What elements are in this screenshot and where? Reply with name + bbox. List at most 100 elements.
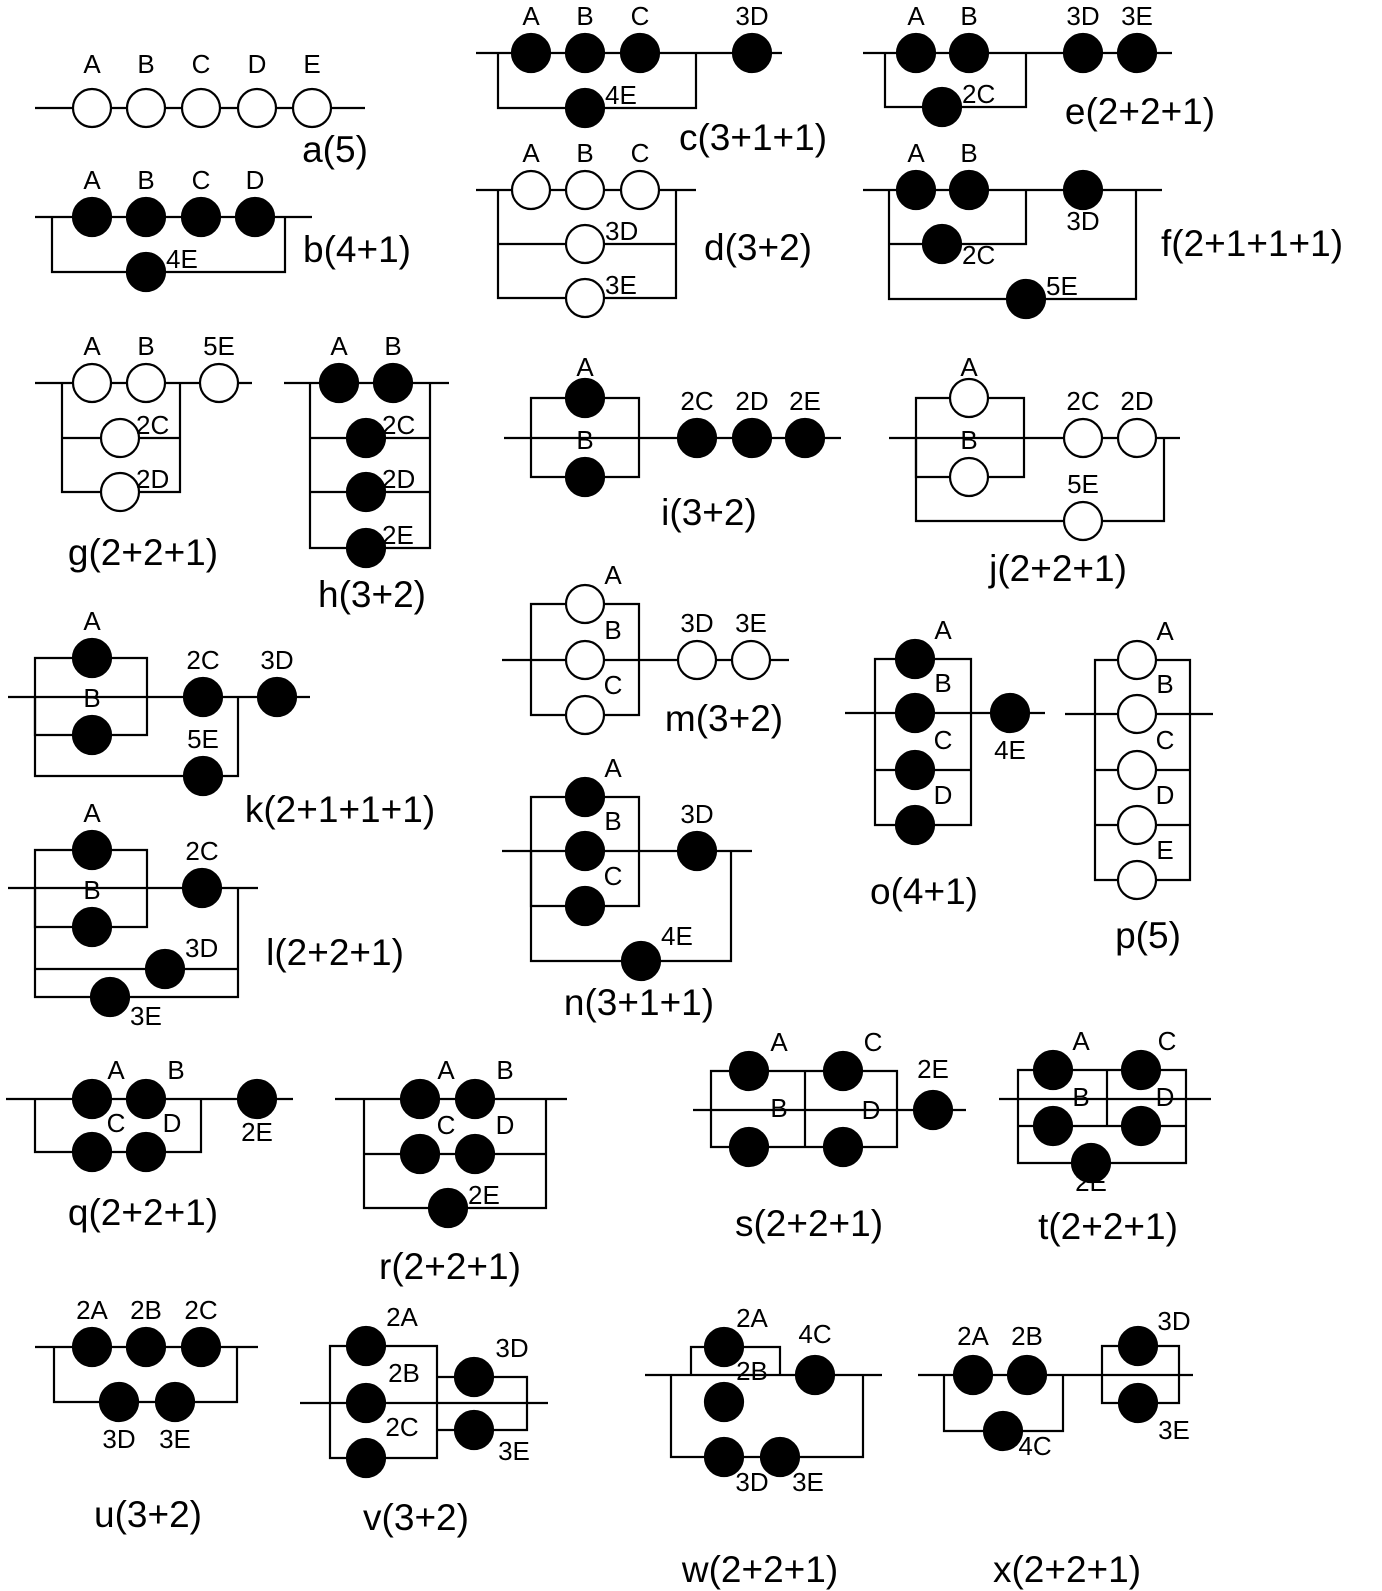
filled-node xyxy=(948,169,990,211)
filled-node xyxy=(125,251,167,293)
filled-node xyxy=(564,87,606,129)
diagram-caption: v(3+2) xyxy=(363,1497,469,1538)
diagram-caption: a(5) xyxy=(302,129,368,170)
node-label: A xyxy=(770,1027,788,1057)
filled-node xyxy=(564,885,606,927)
node-label: 2C xyxy=(385,1412,418,1442)
node-label: A xyxy=(960,352,978,382)
node-label: 3E xyxy=(130,1001,162,1031)
node-label: 2E xyxy=(241,1117,273,1147)
node-label: 2B xyxy=(736,1356,768,1386)
open-node xyxy=(1116,417,1158,459)
diagram-caption: m(3+2) xyxy=(665,698,783,739)
node-label: 3D xyxy=(1157,1306,1190,1336)
diagram-caption: p(5) xyxy=(1115,915,1181,956)
filled-node xyxy=(731,32,773,74)
wire xyxy=(1093,714,1192,882)
node-label: C xyxy=(437,1110,456,1140)
filled-node xyxy=(427,1187,469,1229)
node-label: A xyxy=(907,138,925,168)
open-node xyxy=(1116,749,1158,791)
filled-node xyxy=(89,976,131,1018)
filled-node xyxy=(234,196,276,238)
filled-node xyxy=(1117,1325,1159,1367)
filled-node xyxy=(71,637,113,679)
node-label: 5E xyxy=(187,724,219,754)
node-label: 3D xyxy=(680,608,713,638)
filled-node xyxy=(759,1436,801,1478)
wire xyxy=(52,1347,239,1404)
node-label: 5E xyxy=(1067,469,1099,499)
node-label: A xyxy=(83,49,101,79)
node-label: 4E xyxy=(605,80,637,110)
wire xyxy=(50,217,287,274)
node-label: 4E xyxy=(994,735,1026,765)
open-node xyxy=(1062,500,1104,542)
node-label: 3E xyxy=(735,608,767,638)
filled-node xyxy=(952,1354,994,1396)
filled-node xyxy=(1062,169,1104,211)
node-label: 3D xyxy=(1066,1,1099,31)
node-label: D xyxy=(862,1095,881,1125)
diagram-caption: d(3+2) xyxy=(704,227,812,268)
node-label: A xyxy=(907,1,925,31)
filled-node xyxy=(1116,32,1158,74)
node-label: C xyxy=(631,1,650,31)
node-label: 2C xyxy=(962,240,995,270)
node-label: B xyxy=(576,138,593,168)
node-label: A xyxy=(83,331,101,361)
filled-node xyxy=(895,32,937,74)
filled-node xyxy=(71,1078,113,1120)
node-label: B xyxy=(496,1055,513,1085)
filled-node xyxy=(894,692,936,734)
open-node xyxy=(564,223,606,265)
node-label: 3E xyxy=(498,1436,530,1466)
filled-node xyxy=(454,1133,496,1175)
filled-node xyxy=(154,1381,196,1423)
wire xyxy=(914,438,1166,523)
node-label: C xyxy=(864,1027,883,1057)
node-label: A xyxy=(934,615,952,645)
node-label: 2C xyxy=(1066,386,1099,416)
node-label: 2C xyxy=(680,386,713,416)
filled-node xyxy=(894,804,936,846)
diagram-caption: f(2+1+1+1) xyxy=(1161,223,1343,264)
open-node xyxy=(564,694,606,736)
filled-node xyxy=(345,1437,387,1479)
filled-node xyxy=(372,362,414,404)
filled-node xyxy=(345,1382,387,1424)
node-label: C xyxy=(192,49,211,79)
node-label: 2E xyxy=(1075,1167,1107,1197)
node-label: A xyxy=(1156,616,1174,646)
filled-node xyxy=(182,755,224,797)
node-label: B xyxy=(770,1093,787,1123)
open-node xyxy=(198,362,240,404)
diagram-caption: i(3+2) xyxy=(661,492,757,533)
filled-node xyxy=(453,1409,495,1451)
diagram-caption: s(2+2+1) xyxy=(735,1203,883,1244)
open-node xyxy=(1116,859,1158,901)
node-label: D xyxy=(934,780,953,810)
filled-node xyxy=(676,417,718,459)
node-label: 4E xyxy=(661,921,693,951)
node-label: C xyxy=(192,165,211,195)
filled-node xyxy=(236,1078,278,1120)
open-node xyxy=(71,362,113,404)
filled-node xyxy=(620,940,662,982)
filled-node xyxy=(912,1089,954,1131)
node-label: 3D xyxy=(735,1,768,31)
node-label: A xyxy=(576,352,594,382)
filled-node xyxy=(822,1050,864,1092)
node-label: 3D xyxy=(735,1467,768,1497)
node-label: 3D xyxy=(185,933,218,963)
node-label: 2C xyxy=(962,79,995,109)
filled-node xyxy=(345,471,387,513)
